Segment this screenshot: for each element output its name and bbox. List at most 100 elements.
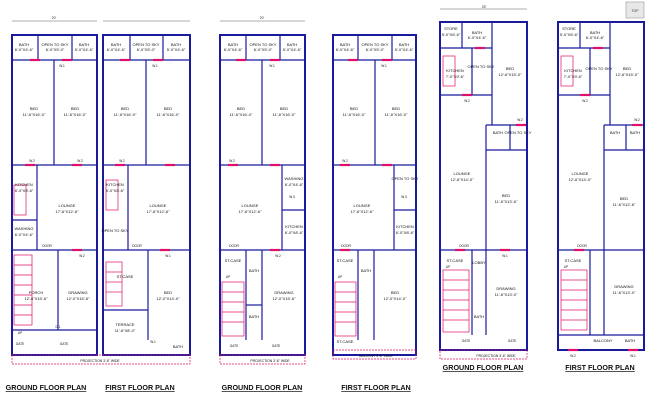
gate-tag: GATE (272, 344, 280, 348)
door-tag: DOOR (229, 244, 239, 248)
window-tag: W.2 (29, 159, 35, 163)
staircase-steps (221, 281, 245, 337)
room-label-bath: BATH (228, 42, 238, 47)
window-tag: W.2 (634, 118, 640, 122)
gate-tag: GATE (462, 339, 470, 343)
room-size: 12'-6"X14'-0" (568, 177, 592, 182)
window-tag: W.3 (401, 195, 407, 199)
gate-tag: GATE (16, 342, 24, 346)
plan-outline (332, 34, 417, 356)
room-size: 7'-0"X9'-6" (564, 74, 583, 79)
room-label-bed: BED (620, 196, 628, 201)
plan-title: GROUND FLOOR PLAN (222, 383, 303, 392)
plan-width-dim: 25' (482, 5, 487, 9)
room-label-kitchen: KITCHEN (106, 182, 124, 187)
projection-label: PROJECTION 3'-6" WIDE (476, 354, 516, 358)
room-size: 5'-0"X6'-6" (442, 32, 461, 37)
room-size: 7'-0"X9'-6" (446, 74, 465, 79)
room-label-bath: BATH (625, 338, 635, 343)
room-label-stcase: ST.CASE (447, 258, 464, 263)
door-tag: DOOR (459, 244, 469, 248)
room-label-bed: BED (164, 106, 172, 111)
room-size: 6'-0"X4'-6" (107, 47, 126, 52)
projection-label: PROJECTION 3'-6" WIDE (250, 359, 290, 363)
staircase-steps (13, 254, 33, 326)
room-label-open-sky: OPEN TO SKY (505, 130, 532, 135)
room-label-stcase: ST.CASE (565, 258, 582, 263)
kitchen-counter (442, 55, 456, 87)
plan-outline (102, 34, 191, 356)
kitchen-counter (560, 55, 574, 87)
room-label-stcase: ST.CASE (337, 339, 354, 344)
room-size: 5'-0"X4'-6" (75, 47, 94, 52)
room-label-lounge: LOUNGE (59, 203, 76, 208)
room-label-bed: BED (623, 66, 631, 71)
plan-first-1: BATH 6'-0"X4'-6" OPEN TO SKY 6'-0"X5'-0"… (102, 20, 191, 392)
room-size: 6'-0"X4'-6" (586, 35, 605, 40)
window-tag: W.2 (582, 99, 588, 103)
room-label-drawing: DRAWING (274, 290, 293, 295)
room-size: 11'-6"X8'-0" (115, 328, 136, 333)
room-size: 11'-6"X16'-0" (230, 112, 253, 117)
room-label-bath: BATH (472, 30, 482, 35)
window-tag: W.2 (517, 118, 523, 122)
plan-title: GROUND FLOOR PLAN (6, 383, 87, 392)
room-label-stcase: ST.CASE (117, 274, 134, 279)
top-view-button[interactable] (625, 1, 645, 19)
plan-title: FIRST FLOOR PLAN (341, 383, 410, 392)
room-size: 11'-6"X13'-6" (495, 199, 518, 204)
room-size: 11'-6"X16'-0" (273, 112, 296, 117)
room-label-bed: BED (164, 290, 172, 295)
room-label-bath: BATH (630, 130, 640, 135)
room-size: 11'-6"X13'-0" (613, 290, 636, 295)
room-label-drawing: DRAWING (68, 290, 87, 295)
room-label-bath: BATH (111, 42, 121, 47)
room-size: 17'-6"X12'-6" (350, 209, 374, 214)
window-tag: W.1 (152, 64, 158, 68)
room-size: 12'-6"X15'-6" (24, 296, 48, 301)
window-tag: W.2 (77, 159, 83, 163)
room-label-lounge: LOUNGE (242, 203, 259, 208)
gate-tag: GATE (60, 342, 68, 346)
window-tag: W.1 (165, 254, 171, 258)
plan-width-dim: 20' (52, 16, 57, 20)
staircase-steps (105, 261, 123, 307)
stair-up-tag: UP (446, 265, 450, 269)
projection-strip (11, 354, 191, 365)
room-label-store: STORE (444, 26, 458, 31)
room-size: 6'-0"X4'-6" (468, 35, 487, 40)
plan-ground-2: 20' BATH 6'-0"X4'-6" OPEN TO SKY 6'-0"X5… (219, 16, 306, 392)
room-label-washing: WASHING (15, 226, 34, 231)
room-label-bath: BATH (399, 42, 409, 47)
room-label-open-sky: OPEN TO SKY (102, 228, 129, 233)
window-tag: W.1 (502, 254, 508, 258)
window-tag: W.2 (79, 254, 85, 258)
door-tag: DOOR (341, 244, 351, 248)
plan-ground-1: 20' BATH 6'-0"X4'-6" OPEN TO SKY 6'-0"X5… (6, 16, 98, 392)
room-label-lounge: LOUNGE (454, 171, 471, 176)
room-label-open-sky: OPEN TO SKY (392, 176, 419, 181)
room-size: 12'-0"X14'-0" (383, 296, 407, 301)
room-size: 11'-6"X12'-6" (613, 202, 636, 207)
door-tag: DOOR (132, 244, 142, 248)
room-size: 6'-0"X5'-0" (137, 47, 156, 52)
room-label-open-sky: OPEN TO SKY (42, 42, 69, 47)
gate-tag: GATE (230, 344, 238, 348)
stair-up-tag: UP (564, 265, 568, 269)
room-size: 17'-6"X12'-6" (146, 209, 170, 214)
room-label-bath: BATH (171, 42, 181, 47)
room-label-stcase: ST.CASE (337, 258, 354, 263)
window-tag: W.2 (275, 254, 281, 258)
room-size: 17'-6"X12'-6" (55, 209, 79, 214)
window-tag: W.1 (59, 64, 65, 68)
room-size: 6'-0"X5'-0" (254, 47, 273, 52)
room-label-bath: BATH (474, 314, 484, 319)
room-label-open-sky: OPEN TO SKY (362, 42, 389, 47)
room-label-bath: BATH (361, 268, 371, 273)
room-label-bath: BATH (79, 42, 89, 47)
room-size: 12'-0"X15'-6" (66, 296, 90, 301)
room-label-store: STORE (562, 26, 576, 31)
room-label-bed: BED (30, 106, 38, 111)
projection-strip (219, 354, 306, 365)
